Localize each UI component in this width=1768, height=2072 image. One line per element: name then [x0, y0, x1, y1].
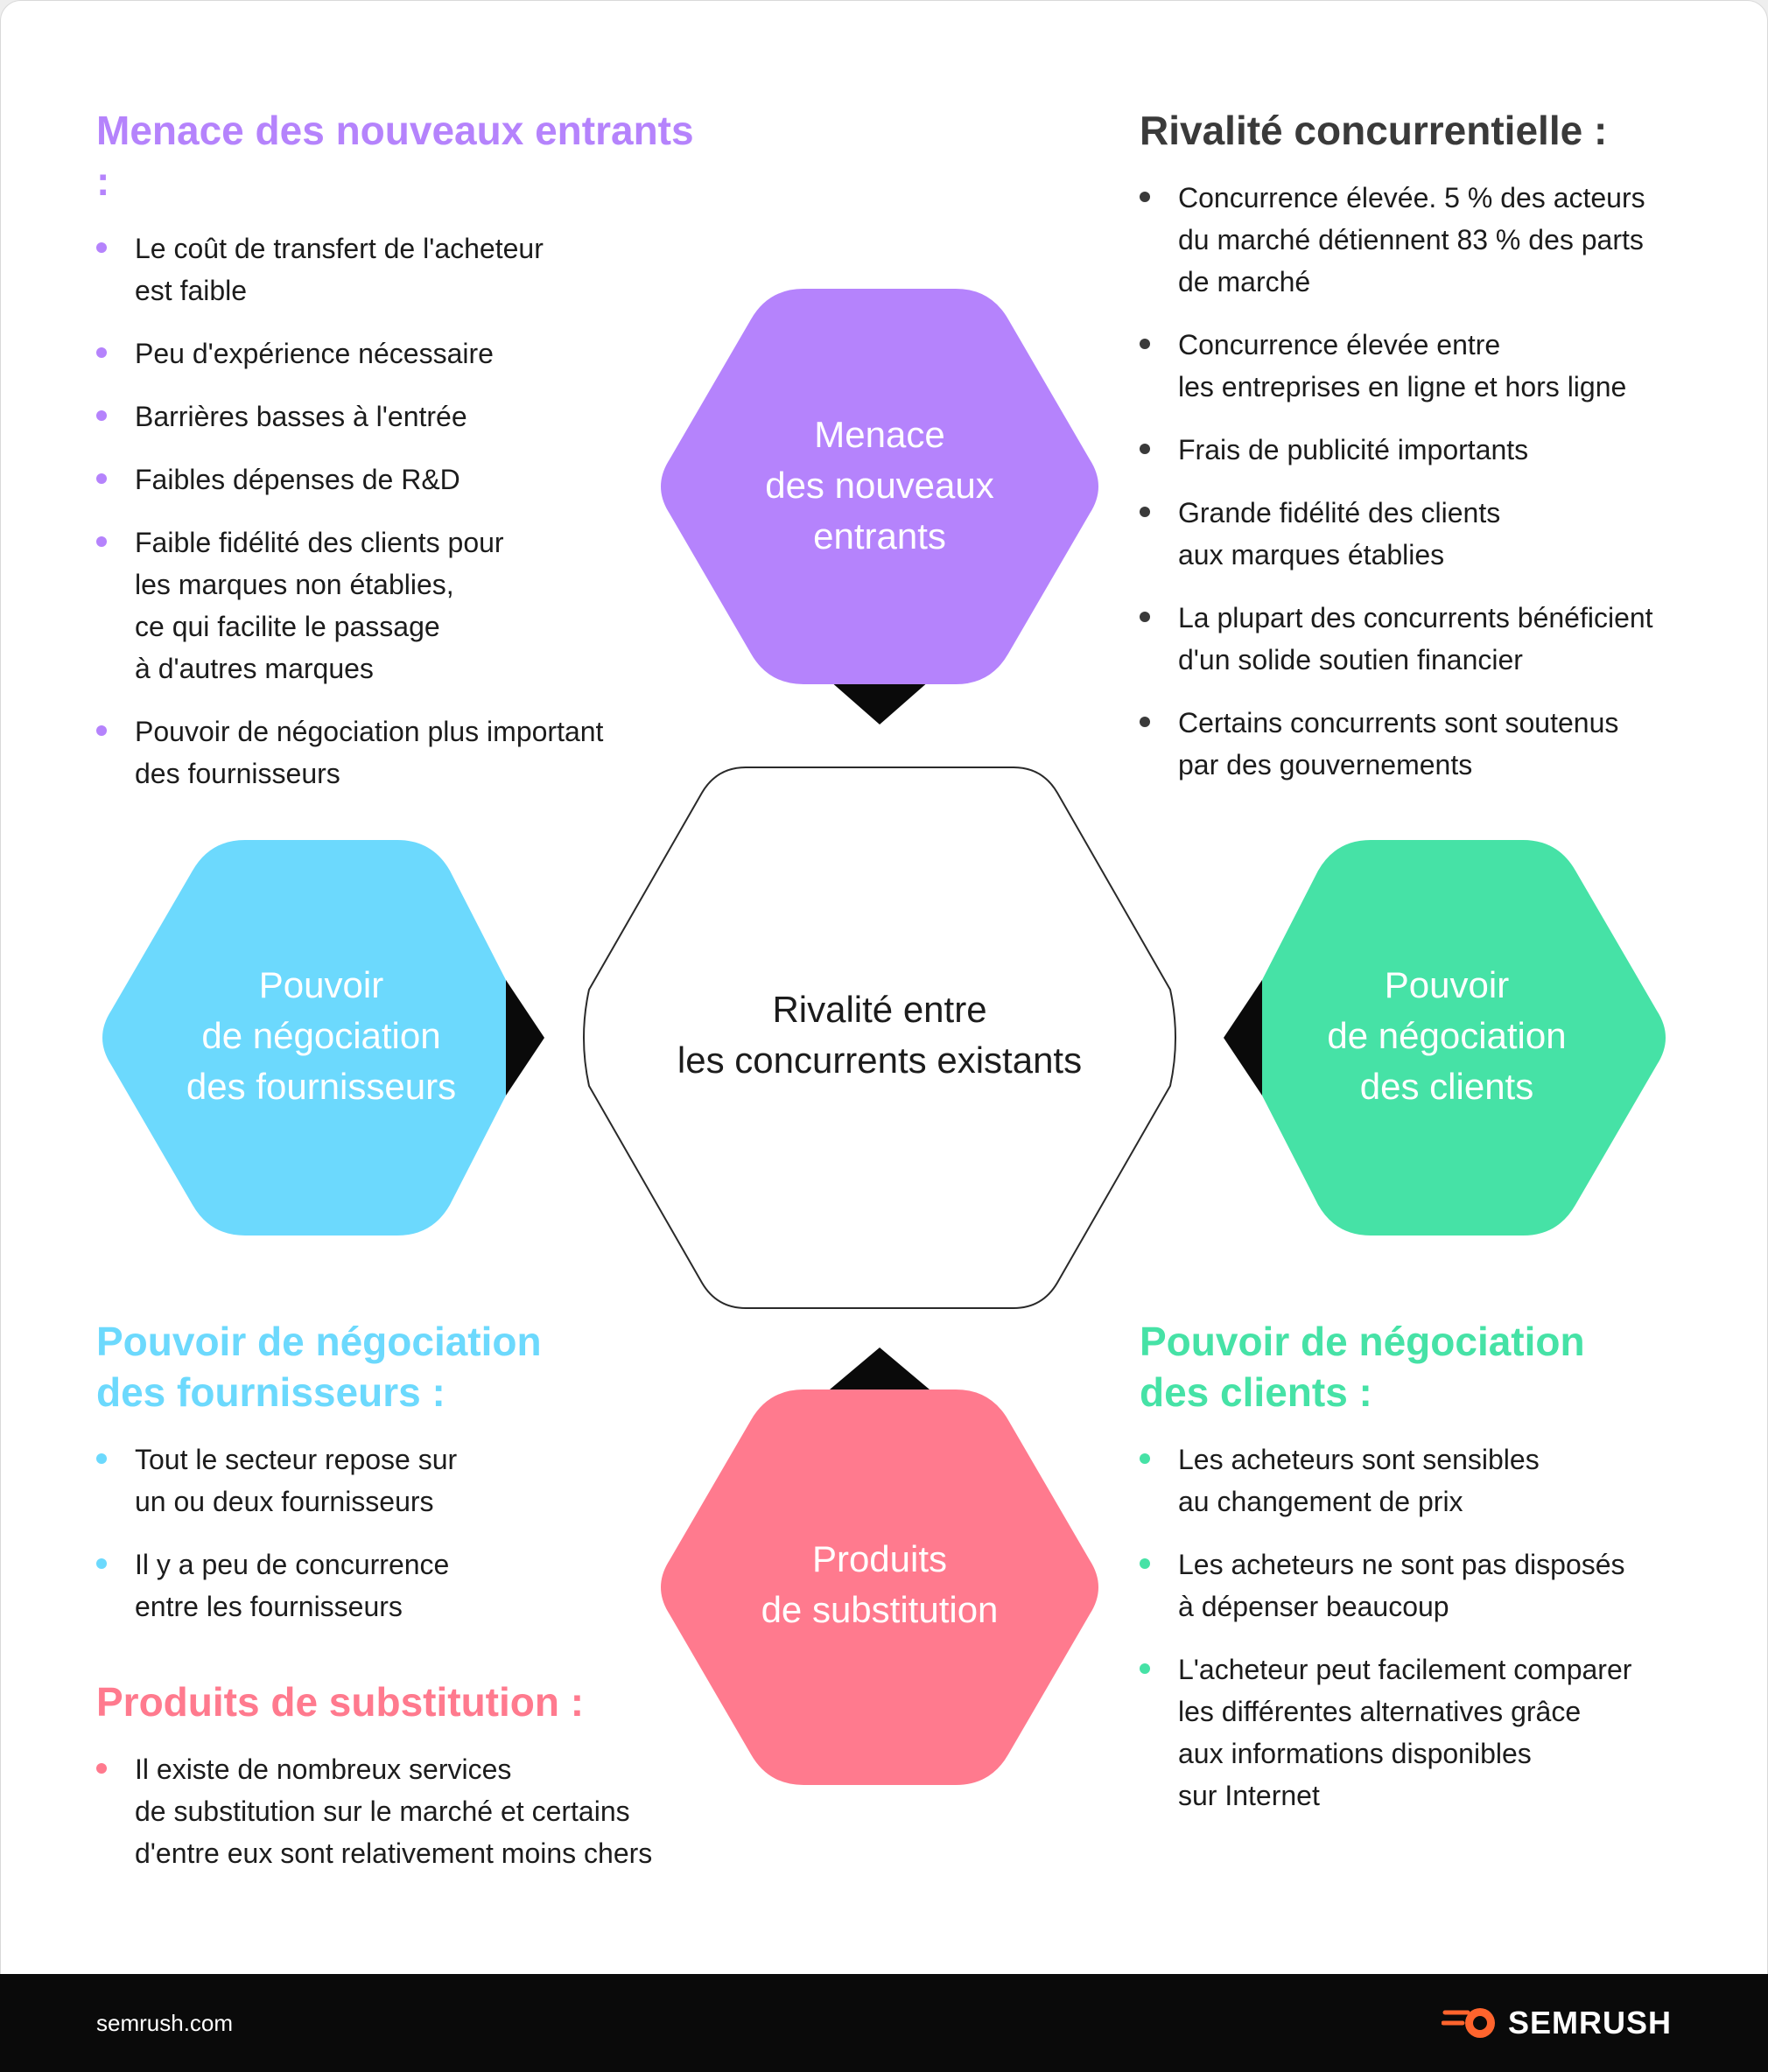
- section-substitutes: Produits de substitution : Il existe de …: [96, 1676, 709, 1874]
- bullet-icon: [96, 1558, 107, 1569]
- bullet-icon: [96, 1453, 107, 1464]
- list-item: Concurrence élevée entre les entreprises…: [1140, 324, 1700, 408]
- footer-url[interactable]: semrush.com: [96, 2010, 234, 2036]
- list-item: Certains concurrents sont soutenus par d…: [1140, 702, 1700, 786]
- hexagon-suppliers: [102, 840, 506, 1236]
- bullet-icon: [1140, 717, 1150, 727]
- semrush-fireball-icon: [1441, 2008, 1495, 2038]
- list-clients: Les acheteurs sont sensibles au changeme…: [1140, 1438, 1700, 1816]
- list-item: Barrières basses à l'entrée: [96, 396, 709, 438]
- hex-label-substitutes: Produits de substitution: [761, 1538, 999, 1630]
- hex-label-new-entrants: Menace des nouveaux entrants: [765, 414, 994, 556]
- section-rivalry: Rivalité concurrentielle : Concurrence é…: [1140, 105, 1700, 786]
- bullet-icon: [96, 242, 107, 253]
- bullet-icon: [96, 725, 107, 736]
- five-forces-diagram: [102, 289, 1666, 1785]
- list-item: Grande fidélité des clients aux marques …: [1140, 492, 1700, 576]
- bullet-icon: [1140, 612, 1150, 622]
- hexagon-clients: [1262, 840, 1666, 1236]
- bullet-icon: [96, 347, 107, 358]
- semrush-logo-text: SEMRUSH: [1507, 2005, 1672, 2040]
- list-new-entrants: Le coût de transfert de l'acheteur est f…: [96, 228, 709, 794]
- bullet-icon: [1140, 339, 1150, 349]
- list-item: Tout le secteur repose sur un ou deux fo…: [96, 1438, 674, 1522]
- section-new-entrants: Menace des nouveaux entrants : Le coût d…: [96, 105, 709, 794]
- section-clients: Pouvoir de négociation des clients : Les…: [1140, 1316, 1700, 1816]
- bullet-icon: [96, 410, 107, 421]
- section-title-substitutes: Produits de substitution :: [96, 1679, 585, 1725]
- list-item: Concurrence élevée. 5 % des acteurs du m…: [1140, 177, 1700, 303]
- bullet-icon: [96, 473, 107, 484]
- semrush-logo[interactable]: SEMRUSH: [1441, 1998, 1672, 2048]
- hexagon-substitutes: [661, 1390, 1098, 1785]
- section-title-clients: Pouvoir de négociation des clients :: [1140, 1319, 1585, 1415]
- bullet-icon: [1140, 1558, 1150, 1569]
- hex-label-suppliers: Pouvoir de négociation des fournisseurs: [186, 964, 457, 1107]
- list-item: Faibles dépenses de R&D: [96, 458, 709, 500]
- list-item: Les acheteurs sont sensibles au changeme…: [1140, 1438, 1700, 1522]
- list-item: La plupart des concurrents bénéficient d…: [1140, 597, 1700, 681]
- center-hexagon: [583, 766, 1176, 1309]
- list-suppliers: Tout le secteur repose sur un ou deux fo…: [96, 1438, 674, 1628]
- hex-label-center: Rivalité entre les concurrents existants: [677, 989, 1083, 1081]
- section-title-rivalry: Rivalité concurrentielle :: [1140, 108, 1608, 153]
- list-item: Les acheteurs ne sont pas disposés à dép…: [1140, 1544, 1700, 1628]
- list-item: Pouvoir de négociation plus important de…: [96, 710, 709, 794]
- list-item: Peu d'expérience nécessaire: [96, 332, 709, 374]
- bullet-icon: [1140, 444, 1150, 454]
- section-title-new-entrants: Menace des nouveaux entrants :: [96, 108, 694, 204]
- footer-bar: semrush.com SEMRUSH: [0, 1974, 1768, 2072]
- hex-label-clients: Pouvoir de négociation des clients: [1327, 964, 1567, 1107]
- list-rivalry: Concurrence élevée. 5 % des acteurs du m…: [1140, 177, 1700, 786]
- arrow-top-connector: [830, 681, 930, 724]
- list-item: L'acheteur peut facilement comparer les …: [1140, 1648, 1700, 1816]
- hexagon-new-entrants: [661, 289, 1098, 684]
- list-item: Faible fidélité des clients pour les mar…: [96, 522, 709, 690]
- section-title-suppliers: Pouvoir de négociation des fournisseurs …: [96, 1319, 542, 1415]
- arrow-right-connector: [1224, 980, 1262, 1096]
- list-item: Le coût de transfert de l'acheteur est f…: [96, 228, 709, 312]
- bullet-icon: [96, 536, 107, 547]
- bullet-icon: [1140, 507, 1150, 517]
- arrow-left-connector: [506, 980, 544, 1096]
- list-item: Il existe de nombreux services de substi…: [96, 1748, 709, 1874]
- list-substitutes: Il existe de nombreux services de substi…: [96, 1748, 709, 1874]
- bullet-icon: [1140, 192, 1150, 202]
- arrow-bottom-connector: [830, 1348, 930, 1390]
- list-item: Frais de publicité importants: [1140, 429, 1700, 471]
- section-suppliers: Pouvoir de négociation des fournisseurs …: [96, 1316, 674, 1628]
- list-item: Il y a peu de concurrence entre les four…: [96, 1544, 674, 1628]
- bullet-icon: [1140, 1453, 1150, 1464]
- bullet-icon: [96, 1763, 107, 1774]
- bullet-icon: [1140, 1663, 1150, 1674]
